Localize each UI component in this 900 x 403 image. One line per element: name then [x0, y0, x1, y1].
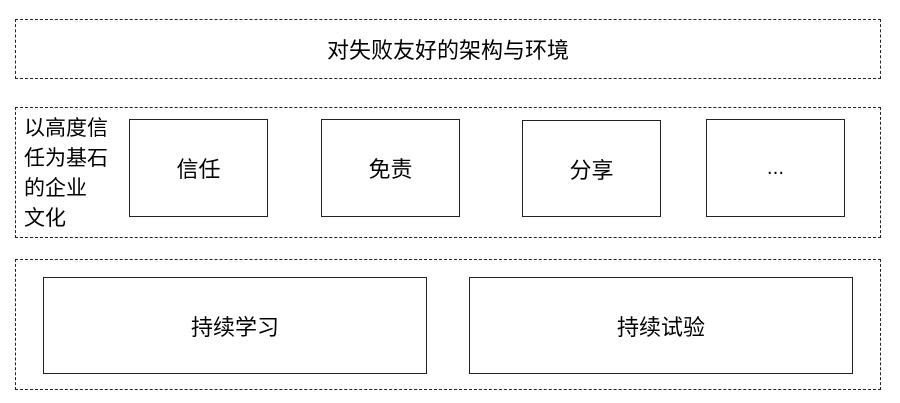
- culture-label-line: 的企业: [24, 176, 87, 200]
- culture-item-trust: 信任: [129, 119, 268, 217]
- culture-label-line: 以高度信: [24, 116, 108, 140]
- culture-label-line: 任为基石: [24, 146, 108, 170]
- culture-label: 以高度信 任为基石 的企业 文化: [24, 113, 124, 233]
- culture-item-label: 信任: [176, 158, 221, 183]
- practice-label: 持续学习: [190, 315, 279, 341]
- culture-item-more: ...: [706, 119, 845, 217]
- culture-item-label: ...: [766, 157, 785, 179]
- culture-item-blameless: 免责: [321, 119, 460, 217]
- culture-item-label: 免责: [368, 158, 413, 183]
- practice-label: 持续试验: [616, 315, 705, 341]
- banner-title: 对失败友好的架构与环境: [326, 39, 569, 64]
- practice-group: [15, 259, 881, 390]
- practice-continuous-learning: 持续学习: [43, 277, 427, 374]
- culture-item-sharing: 分享: [522, 120, 661, 217]
- culture-group: [15, 107, 881, 238]
- culture-label-line: 文化: [24, 206, 66, 230]
- practice-continuous-experiment: 持续试验: [469, 277, 853, 374]
- architecture-environment-banner: 对失败友好的架构与环境: [15, 19, 881, 79]
- culture-item-label: 分享: [569, 158, 614, 184]
